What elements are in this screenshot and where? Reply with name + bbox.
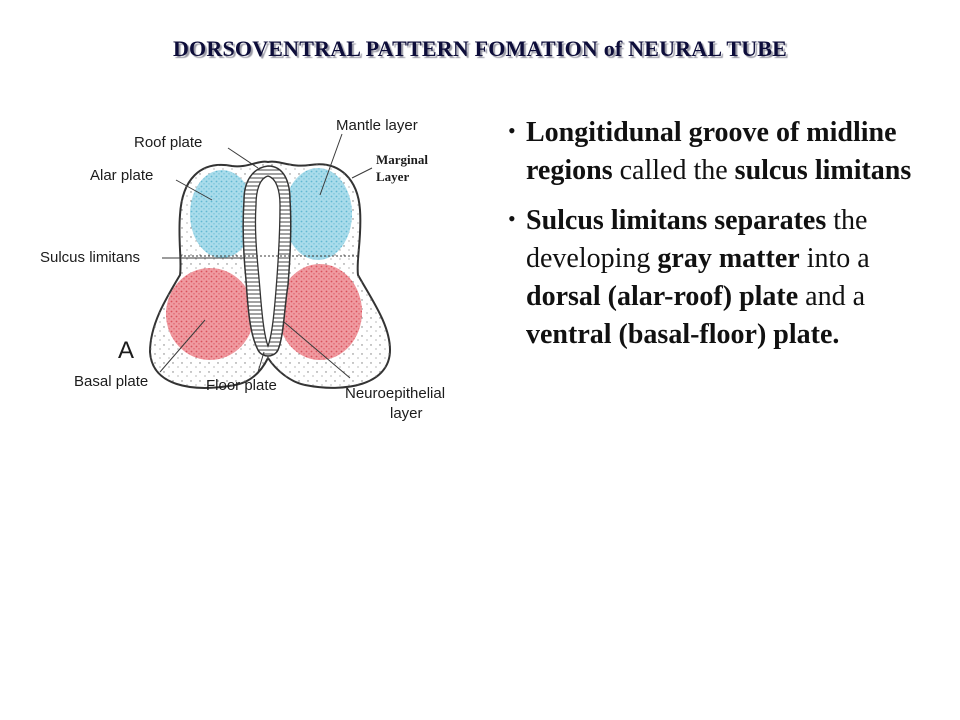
label-marginal-layer-2: Layer — [376, 169, 409, 184]
alar-plate-right — [284, 168, 352, 260]
alar-plate-left — [190, 170, 254, 258]
label-floor-plate: Floor plate — [206, 377, 277, 394]
central-canal — [254, 175, 281, 348]
slide-title: DORSOVENTRAL PATTERN FOMATION of NEURAL … — [172, 36, 788, 61]
bullet-marker: • — [508, 118, 516, 143]
bullet-item: • Sulcus limitans separates the developi… — [508, 202, 928, 354]
label-marginal-layer-1: Marginal — [376, 152, 428, 167]
label-neuroepithelial-2: layer — [390, 405, 423, 422]
label-alar-plate: Alar plate — [90, 167, 153, 184]
bullet-text-bold: Sulcus limitans separates — [526, 205, 827, 236]
basal-plate-left — [166, 268, 254, 360]
label-neuroepithelial-1: Neuroepithelial — [345, 385, 445, 402]
bullet-text-bold: Longitidunal groove of midline regions — [526, 117, 897, 186]
bullet-list: • Longitidunal groove of midline regions… — [508, 114, 928, 366]
bullet-text: and a — [798, 281, 866, 312]
label-sulcus-limitans: Sulcus limitans — [40, 249, 140, 266]
bullet-text-bold: dorsal (alar-roof) plate — [526, 281, 799, 312]
label-mantle-layer: Mantle layer — [336, 117, 418, 134]
panel-letter: A — [118, 337, 134, 364]
bullet-item: • Longitidunal groove of midline regions… — [508, 114, 928, 190]
label-basal-plate: Basal plate — [74, 373, 148, 390]
bullet-marker: • — [508, 206, 516, 231]
bullet-text-bold: sulcus limitans — [734, 155, 912, 186]
bullet-text-bold: gray matter — [657, 243, 800, 274]
label-roof-plate: Roof plate — [134, 134, 202, 151]
bullet-text: the developing — [526, 205, 868, 274]
bullet-text: into a — [799, 243, 870, 274]
bullet-text-bold: ventral (basal-floor) plate. — [526, 319, 840, 350]
bullet-text: called the — [612, 155, 735, 186]
basal-plate-right — [278, 264, 362, 360]
